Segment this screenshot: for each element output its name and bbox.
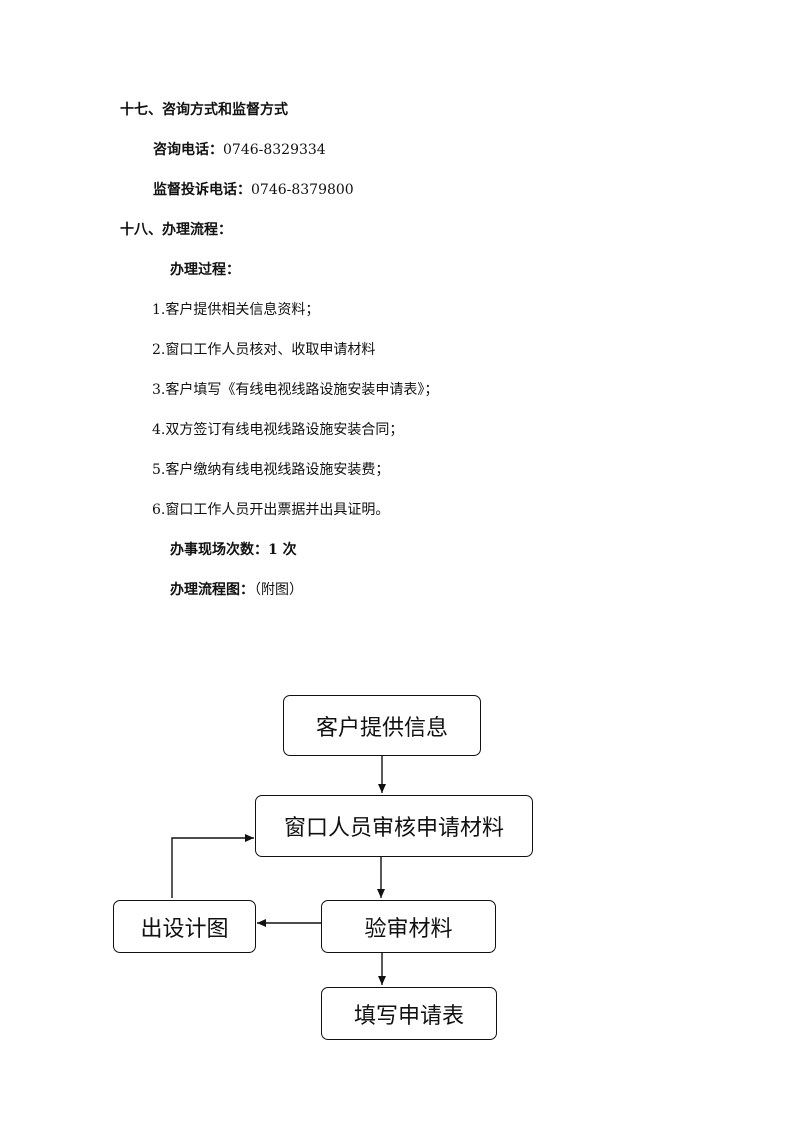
process-step: 1.客户提供相关信息资料； — [152, 302, 320, 318]
process-step: 4.双方签订有线电视线路设施安装合同； — [152, 422, 404, 438]
process-step: 2.窗口工作人员核对、收取申请材料 — [152, 342, 376, 358]
supervise-phone-label: 监督投诉电话： — [153, 182, 251, 198]
process-step: 6.窗口工作人员开出票据并出具证明。 — [152, 502, 390, 518]
node-fill-application-form: 填写申请表 — [321, 987, 497, 1040]
consult-phone-value: 0746-8329334 — [223, 142, 326, 158]
consult-phone-label: 咨询电话： — [153, 142, 223, 158]
process-step: 5.客户缴纳有线电视线路设施安装费； — [152, 462, 390, 478]
visits-label: 办事现场次数： — [170, 542, 268, 558]
node-window-staff-review: 窗口人员审核申请材料 — [255, 795, 533, 857]
supervise-phone-line: 监督投诉电话：0746-8379800 — [153, 180, 354, 200]
process-label: 办理过程： — [170, 262, 240, 278]
node-verify-materials: 验审材料 — [321, 900, 496, 953]
flowchart-note: （附图） — [254, 582, 303, 598]
process-step: 3.客户填写《有线电视线路设施安装申请表》； — [152, 382, 439, 398]
section-17-heading: 十七、咨询方式和监督方式 — [120, 102, 288, 118]
consult-phone-line: 咨询电话：0746-8329334 — [153, 140, 326, 160]
node-design-drawing: 出设计图 — [113, 900, 256, 953]
node-customer-provides-info: 客户提供信息 — [283, 695, 481, 756]
arrow-design-to-review — [171, 834, 254, 898]
visits-line: 办事现场次数：1 次 — [170, 540, 297, 560]
flowchart-label: 办理流程图： — [170, 582, 254, 598]
section-18-heading: 十八、办理流程： — [120, 222, 232, 238]
visits-value: 1 次 — [268, 542, 297, 558]
flowchart-line: 办理流程图：（附图） — [170, 580, 303, 600]
supervise-phone-value: 0746-8379800 — [251, 182, 354, 198]
